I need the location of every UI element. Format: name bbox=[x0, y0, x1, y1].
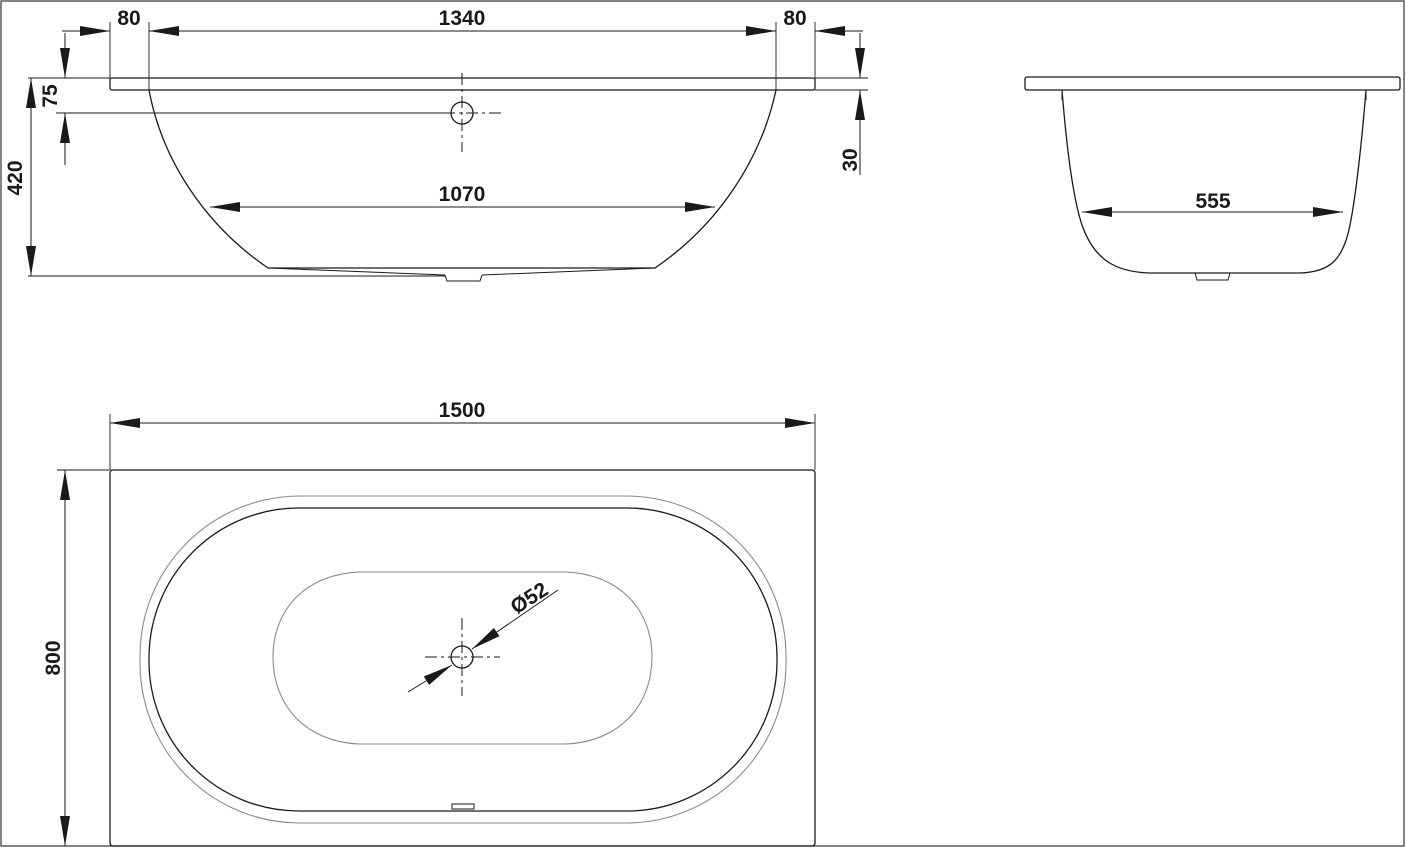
side-view-body bbox=[148, 89, 777, 269]
top-view: Ø52 1500 800 bbox=[42, 399, 816, 847]
end-view-rim bbox=[1024, 76, 1401, 91]
dim-line-drain-diameter bbox=[407, 664, 453, 693]
side-view-bottom bbox=[267, 267, 446, 276]
dim-label-80-left: 80 bbox=[117, 7, 140, 30]
top-view-outline bbox=[109, 469, 816, 847]
top-view-bottom-area bbox=[272, 571, 653, 745]
dim-label-1500: 1500 bbox=[439, 399, 486, 422]
dim-label-555: 555 bbox=[1195, 190, 1230, 213]
dim-label-800: 800 bbox=[42, 640, 65, 675]
end-view-body bbox=[1061, 89, 1367, 274]
dim-label-1340: 1340 bbox=[439, 7, 486, 30]
top-view-overflow-slot bbox=[451, 803, 475, 810]
side-view: 80 1340 80 75 420 30 1070 bbox=[4, 7, 868, 282]
dim-label-75: 75 bbox=[39, 84, 62, 108]
dim-label-80-right: 80 bbox=[783, 7, 806, 30]
dim-label-1070: 1070 bbox=[439, 183, 486, 206]
dim-label-420: 420 bbox=[4, 160, 27, 195]
dim-label-30: 30 bbox=[839, 148, 862, 171]
top-view-outer-oval bbox=[139, 495, 787, 824]
top-view-inner-oval bbox=[148, 507, 778, 812]
dim-label-drain-diameter: Ø52 bbox=[507, 578, 553, 619]
end-view: 555 bbox=[1024, 76, 1401, 281]
side-view-drain-foot bbox=[444, 274, 483, 282]
end-view-drain-foot bbox=[1194, 272, 1231, 281]
